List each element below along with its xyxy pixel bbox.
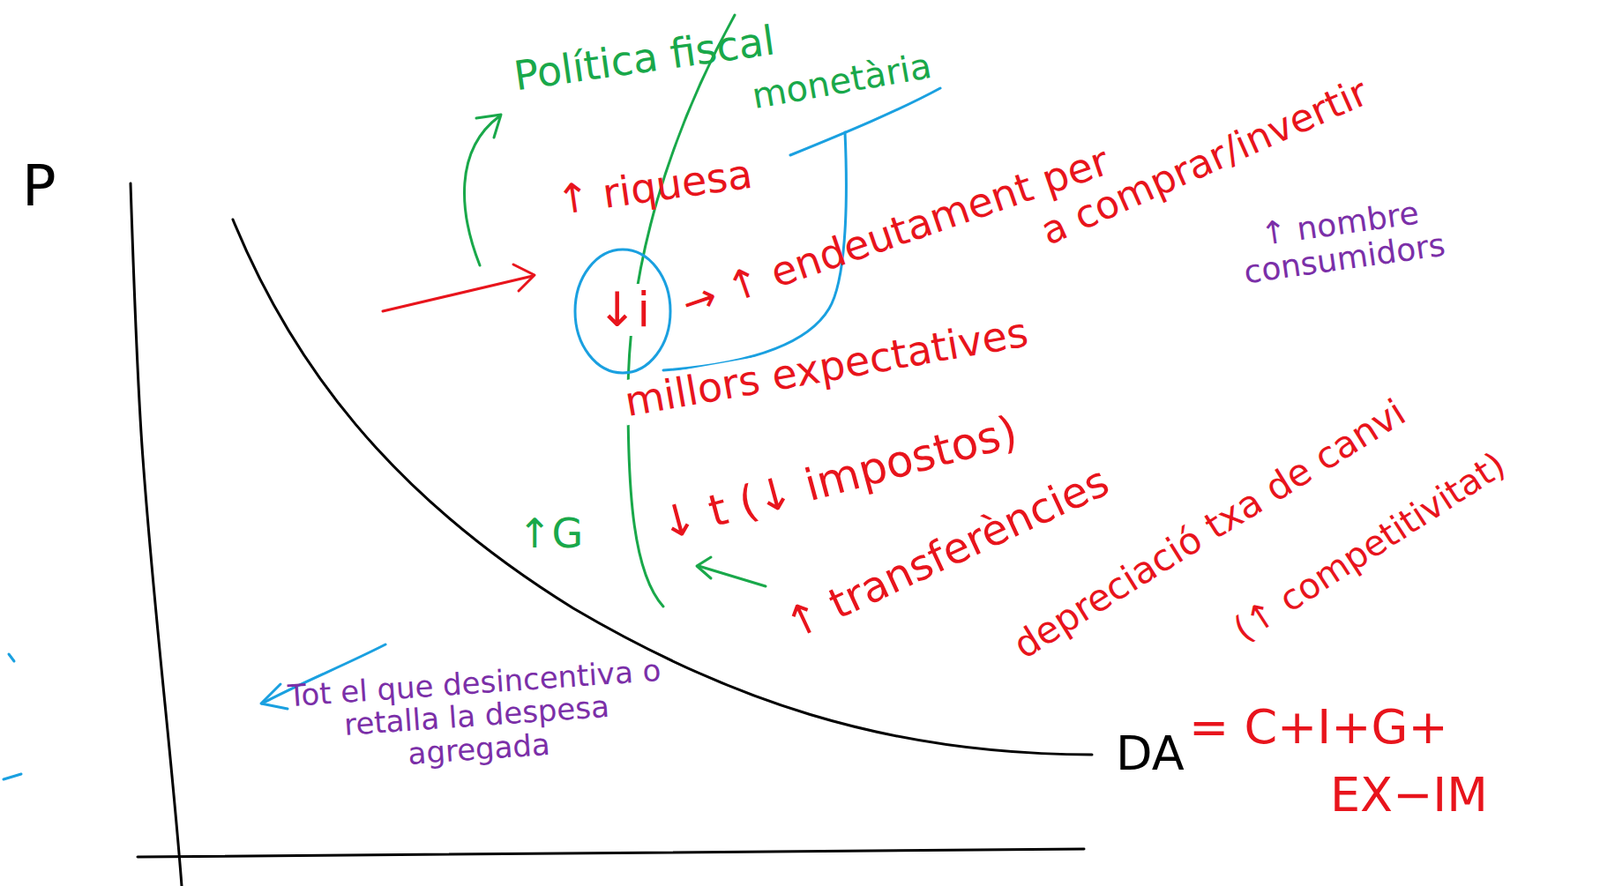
exchange-note: depreciació txa de canvi <box>1004 390 1415 669</box>
formula: EX−IM <box>1327 769 1491 822</box>
side-note: Tot el que desincentiva o retalla la des… <box>276 653 677 780</box>
blue-mark <box>8 654 15 662</box>
formula: = C+I+G+ <box>1186 701 1451 754</box>
green-arrowhead <box>696 557 711 579</box>
effect-note: millors expectatives <box>619 309 1035 426</box>
red-arrow <box>382 276 533 312</box>
curve-label: DA <box>1113 727 1188 780</box>
price-axis <box>130 183 182 886</box>
red-arrowhead <box>513 264 535 292</box>
effect-note: ↑ nombre consumidors <box>1203 187 1481 295</box>
blue-arrowhead <box>261 684 288 710</box>
policy-title: Política fiscal <box>508 17 780 99</box>
blue-circle <box>575 249 671 374</box>
green-arrowhead <box>476 114 501 138</box>
interest-symbol: ↓i <box>594 284 653 337</box>
spending-symbol: ↑G <box>515 511 586 557</box>
blue-mark <box>3 774 22 780</box>
axis-label: P <box>19 155 60 217</box>
output-axis <box>137 849 1085 858</box>
